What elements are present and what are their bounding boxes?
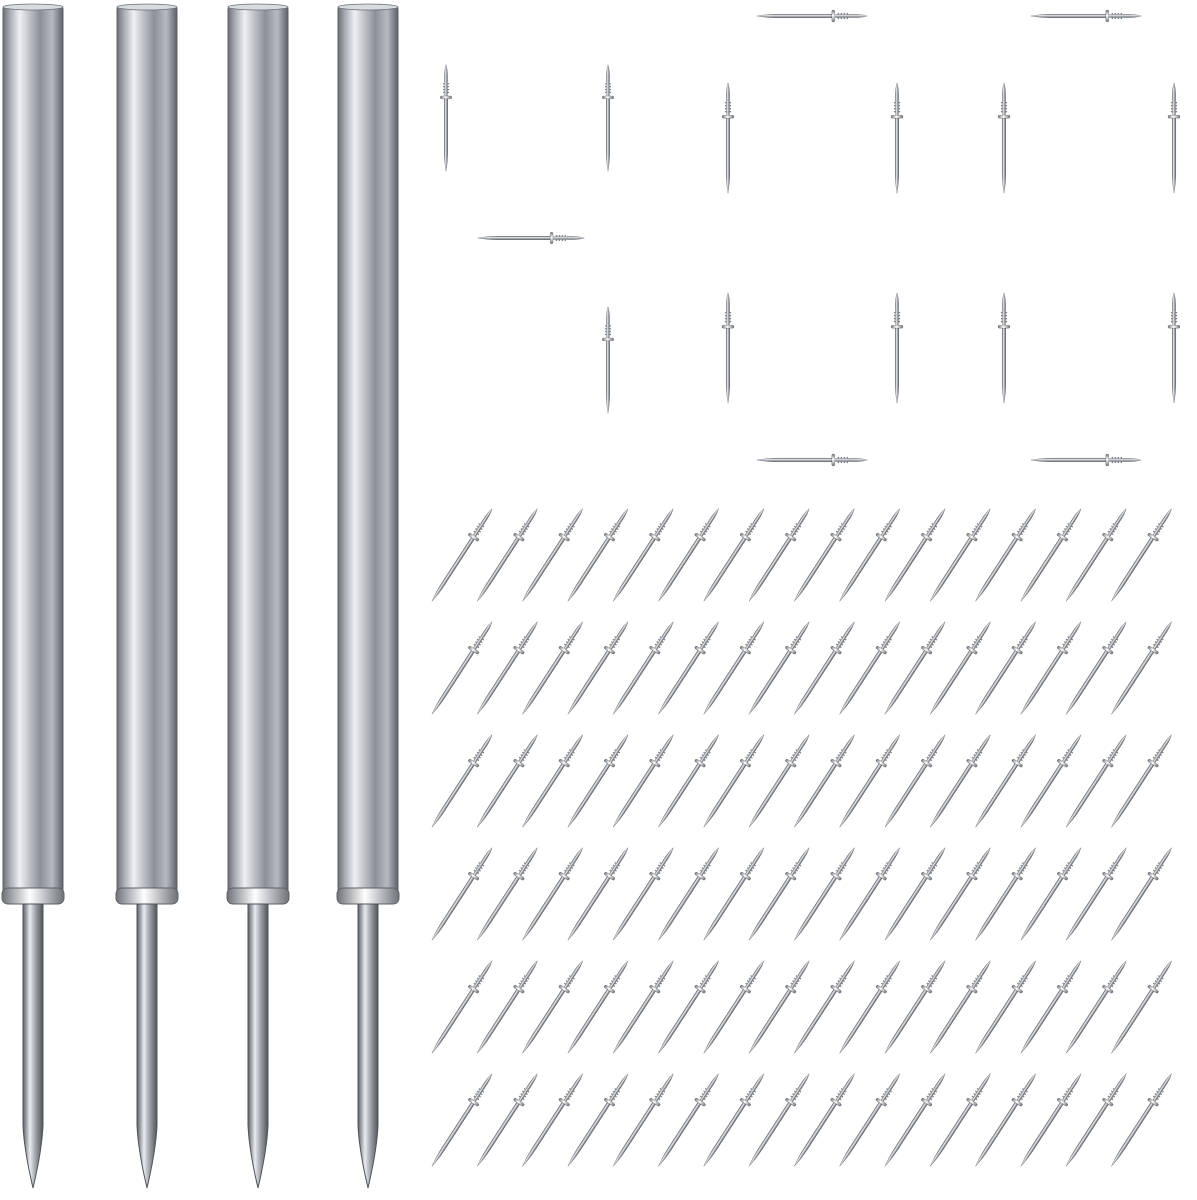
double-head-nail <box>890 82 904 194</box>
setting-tool <box>115 3 179 1189</box>
double-head-nail <box>439 64 453 172</box>
double-head-nail <box>756 9 868 23</box>
setting-tool <box>1 3 65 1189</box>
double-head-nail <box>1030 453 1142 467</box>
angled-nails-group <box>426 505 1177 1170</box>
double-head-nail <box>601 64 615 172</box>
double-head-nail <box>997 292 1011 404</box>
double-head-nail <box>477 231 585 245</box>
double-head-nail <box>756 453 868 467</box>
double-head-nail <box>1030 9 1142 23</box>
double-head-nail <box>1167 292 1181 404</box>
setting-tool <box>226 3 290 1189</box>
double-head-nail <box>721 292 735 404</box>
double-head-nail <box>1167 82 1181 194</box>
upright-nails-group <box>439 9 1181 467</box>
double-head-nail <box>721 82 735 194</box>
double-head-nail <box>601 306 615 414</box>
setting-tools-group <box>1 3 400 1189</box>
double-head-nail <box>997 82 1011 194</box>
setting-tool <box>336 3 400 1189</box>
double-head-nail <box>890 292 904 404</box>
